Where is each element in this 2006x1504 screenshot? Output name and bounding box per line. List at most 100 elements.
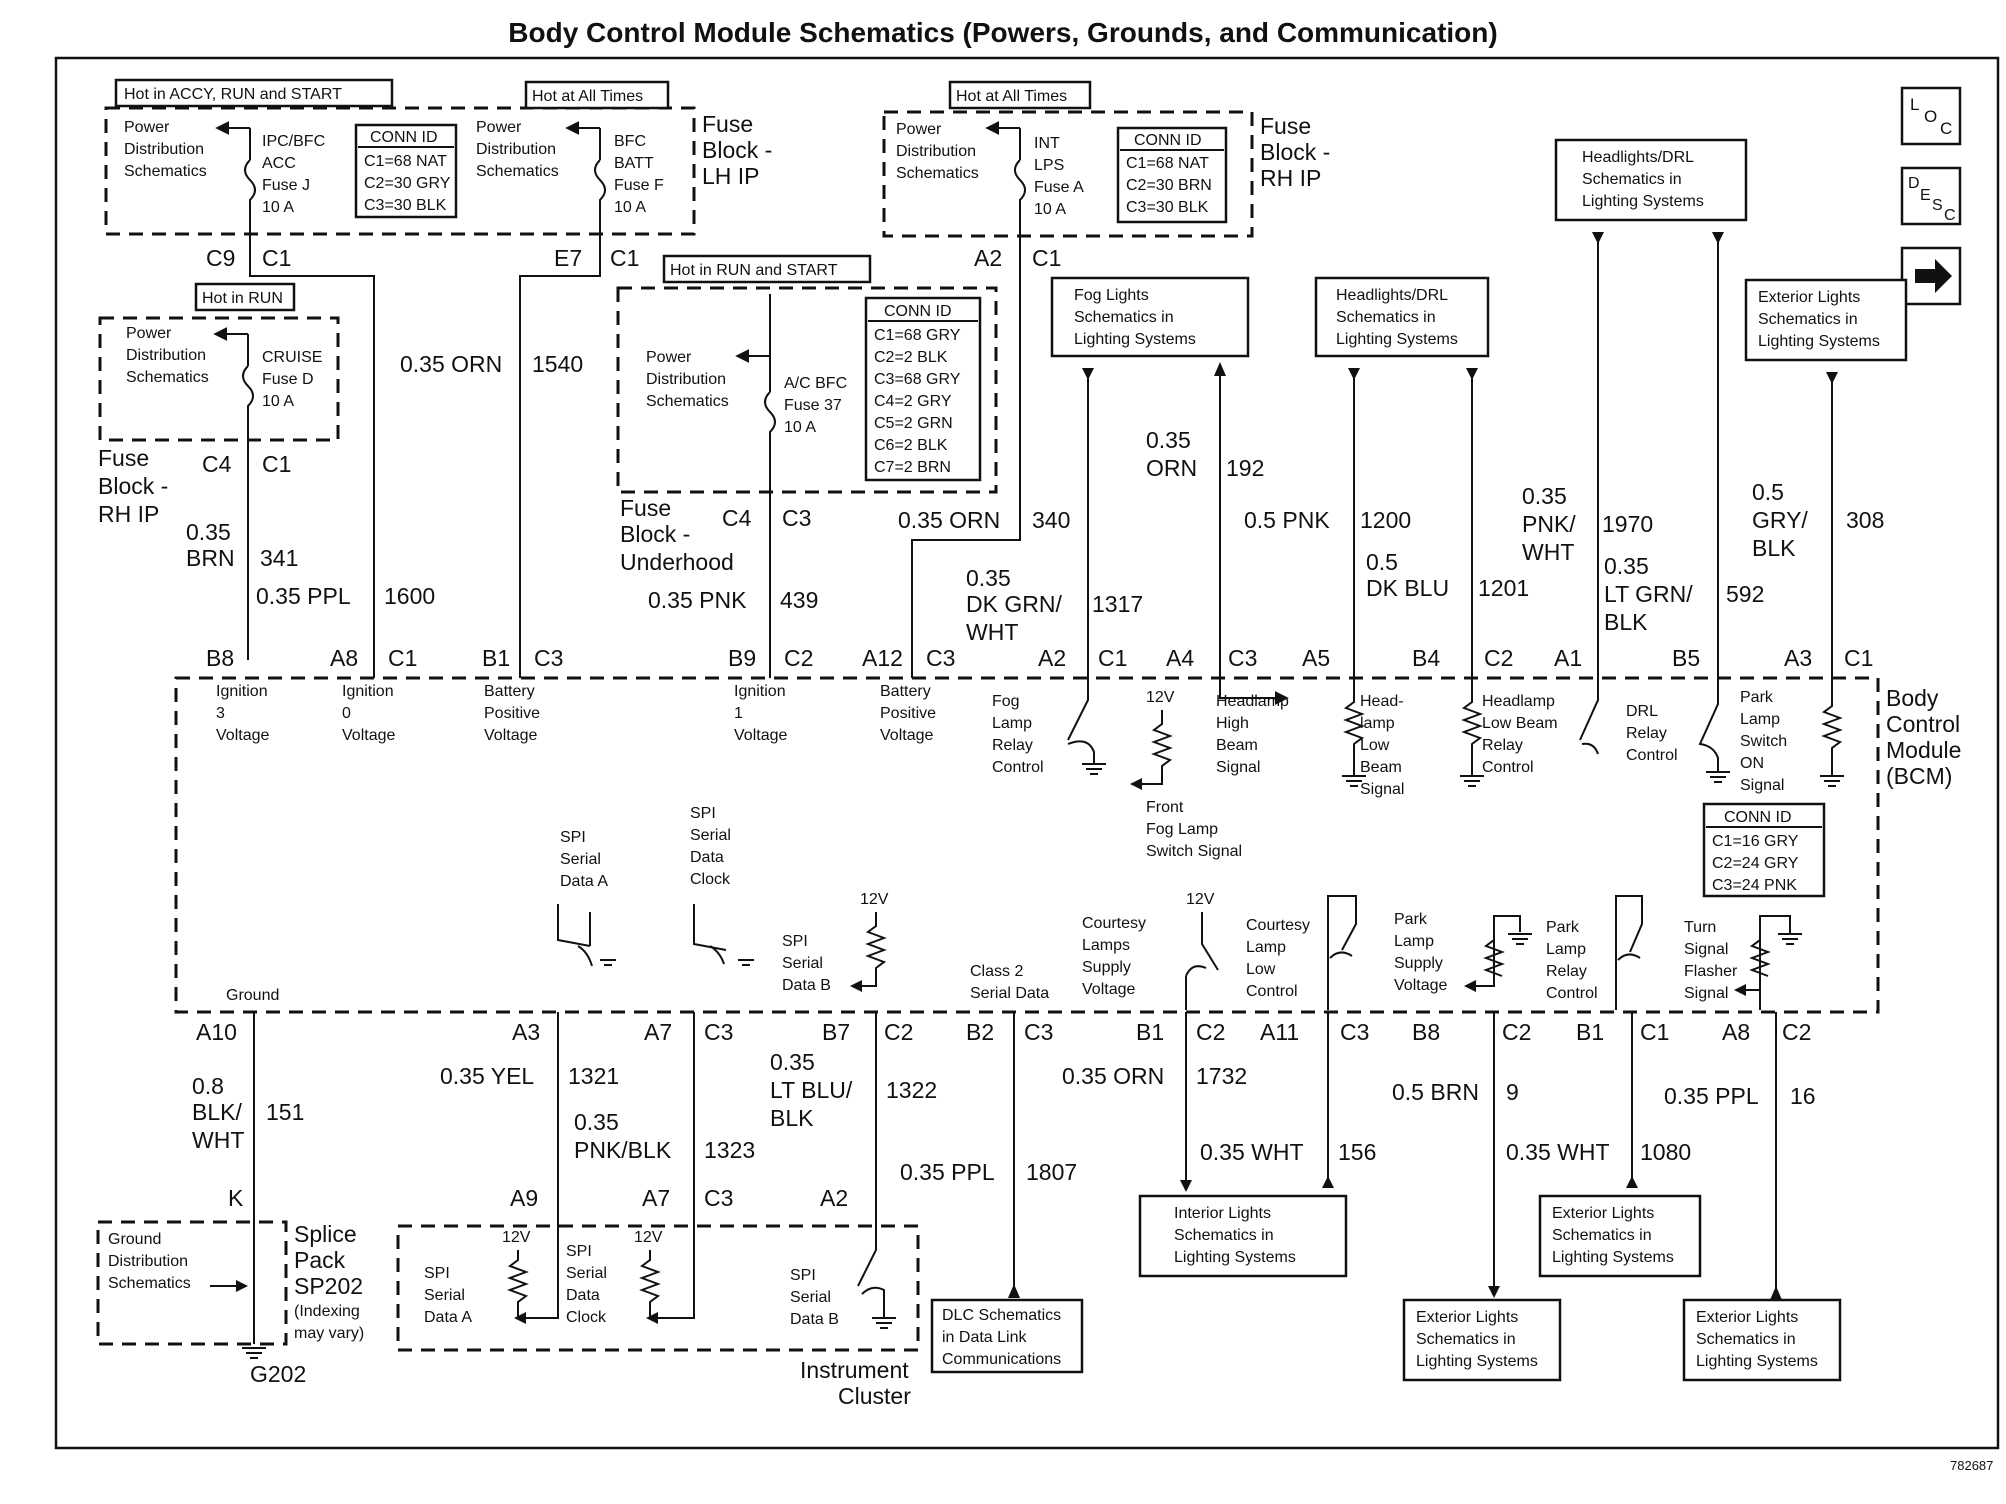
svg-text:C1=68 GRY: C1=68 GRY <box>874 327 961 344</box>
bcm-sig-ignition-3: Ignition 3 Voltage <box>216 683 269 744</box>
bcm-conn-list: C1=16 GRY C2=24 GRY C3=24 PNK <box>1712 833 1799 894</box>
fuse-block-underhood <box>616 286 998 494</box>
svg-text:Voltage: Voltage <box>1394 977 1447 994</box>
svg-text:LT BLU/: LT BLU/ <box>770 1077 853 1103</box>
svg-text:Power: Power <box>896 121 942 138</box>
svg-text:BLK: BLK <box>1752 535 1796 561</box>
svg-text:Ignition: Ignition <box>216 683 268 700</box>
svg-text:Signal: Signal <box>1684 941 1728 958</box>
wire-1201: 0.5 DK BLU 1201 <box>1366 549 1529 601</box>
svg-text:BLK/: BLK/ <box>192 1099 242 1125</box>
bcm-sig-low-beam-relay: Headlamp Low Beam Relay Control <box>1482 693 1558 776</box>
rh-ip-fuse-a: INT LPS Fuse A 10 A <box>1034 135 1084 218</box>
svg-text:Control: Control <box>1886 711 1960 737</box>
svg-text:GRY/: GRY/ <box>1752 507 1808 533</box>
svg-text:Switch Signal: Switch Signal <box>1146 843 1242 860</box>
svg-text:Lamp: Lamp <box>1394 933 1434 950</box>
svg-text:Ignition: Ignition <box>342 683 394 700</box>
svg-text:1323: 1323 <box>704 1137 755 1163</box>
svg-text:Lighting Systems: Lighting Systems <box>1696 1353 1818 1370</box>
wire-1317: 0.35 DK GRN/ WHT 1317 <box>966 565 1143 645</box>
wire-1540: 0.35 ORN 1540 <box>400 351 583 377</box>
svg-text:B2: B2 <box>966 1019 994 1045</box>
headlights-drl-ref-box-1[interactable] <box>1314 276 1490 358</box>
svg-text:Lamp: Lamp <box>1740 711 1780 728</box>
ipc-pin-a7: A7 <box>642 1185 670 1211</box>
svg-text:0.35: 0.35 <box>1522 483 1567 509</box>
svg-text:BLK: BLK <box>1604 609 1648 635</box>
svg-text:0.35: 0.35 <box>966 565 1011 591</box>
dlc-ref-box[interactable] <box>930 1298 1084 1374</box>
svg-text:C1: C1 <box>1640 1019 1669 1045</box>
fog-lights-ref-box[interactable] <box>1050 276 1250 358</box>
svg-text:1970: 1970 <box>1602 511 1653 537</box>
bcm-top-pin-a2: A2 C1 <box>1038 645 1127 671</box>
svg-text:Exterior Lights: Exterior Lights <box>1758 289 1860 306</box>
wire-1970: 0.35 PNK/ WHT 1970 <box>1522 483 1653 565</box>
svg-text:1540: 1540 <box>532 351 583 377</box>
svg-text:PNK/: PNK/ <box>1522 511 1576 537</box>
conn-c4: C4 <box>202 451 232 477</box>
lh-ip-header-hot: Hot at All Times <box>532 88 643 105</box>
bcm-sig-park-relay: Park Lamp Relay Control <box>1546 919 1598 1002</box>
exterior-lights-ref-text-top: Exterior Lights Schematics in Lighting S… <box>1758 289 1880 350</box>
svg-text:Fog Lamp: Fog Lamp <box>1146 821 1218 838</box>
svg-text:Relay: Relay <box>1482 737 1523 754</box>
uh-pds: Power Distribution Schematics <box>646 349 729 410</box>
lh-ip-conn-list: C1=68 NAT C2=30 GRY C3=30 BLK <box>364 153 451 214</box>
lh-ip-fuse-f: BFC BATT Fuse F 10 A <box>614 133 664 216</box>
svg-text:Voltage: Voltage <box>484 727 537 744</box>
svg-text:Distribution: Distribution <box>476 141 556 158</box>
svg-text:0.35: 0.35 <box>770 1049 815 1075</box>
exterior-lights-ref-box-3[interactable] <box>1682 1298 1842 1382</box>
svg-text:E: E <box>1920 187 1931 204</box>
dlc-ref-text: DLC Schematics in Data Link Communicatio… <box>942 1307 1061 1368</box>
bcm-bottom-pin-b1-c1: B1 C1 <box>1576 1019 1669 1045</box>
svg-text:1732: 1732 <box>1196 1063 1247 1089</box>
cruise-fuse-block-label: Fuse Block - RH IP <box>98 445 168 527</box>
svg-text:(BCM): (BCM) <box>1886 763 1952 789</box>
svg-text:1321: 1321 <box>568 1063 619 1089</box>
lh-ip-header-acc: Hot in ACCY, RUN and START <box>124 86 342 103</box>
interior-lights-ref-box[interactable] <box>1138 1194 1348 1278</box>
bcm-sig-spi-clock: SPI Serial Data Clock <box>690 805 731 888</box>
ipc-pin-a2: A2 <box>820 1185 848 1211</box>
ipc-spi-data-b: SPI Serial Data B <box>790 1267 839 1328</box>
svg-text:B1: B1 <box>482 645 510 671</box>
fog-relay-switch <box>1067 660 1089 741</box>
svg-text:C3=24 PNK: C3=24 PNK <box>1712 877 1797 894</box>
svg-text:C3=30 BLK: C3=30 BLK <box>364 197 447 214</box>
svg-text:A2: A2 <box>1038 645 1066 671</box>
svg-text:C3: C3 <box>1228 645 1257 671</box>
svg-text:0.35 WHT: 0.35 WHT <box>1200 1139 1304 1165</box>
svg-text:Data B: Data B <box>790 1311 839 1328</box>
svg-text:192: 192 <box>1226 455 1264 481</box>
svg-text:C3: C3 <box>1340 1019 1369 1045</box>
svg-text:Exterior Lights: Exterior Lights <box>1696 1309 1798 1326</box>
svg-text:Block -: Block - <box>98 473 168 499</box>
svg-text:O: O <box>1924 107 1937 126</box>
arrow-right-icon[interactable] <box>1900 246 1962 306</box>
svg-text:C1: C1 <box>388 645 417 671</box>
svg-text:Signal: Signal <box>1360 781 1404 798</box>
wire-151: 0.8 BLK/ WHT 151 <box>192 1073 304 1153</box>
svg-text:Data: Data <box>566 1287 600 1304</box>
loc-icon[interactable]: L O C <box>1900 86 1962 146</box>
svg-text:BRN: BRN <box>186 545 235 571</box>
headlights-drl-ref-box-2[interactable] <box>1554 138 1748 222</box>
svg-text:DLC Schematics: DLC Schematics <box>942 1307 1061 1324</box>
svg-text:Schematics: Schematics <box>108 1275 191 1292</box>
desc-icon[interactable]: D E S C <box>1900 166 1962 226</box>
exterior-lights-ref-box-2[interactable] <box>1538 1194 1702 1278</box>
svg-text:Cluster: Cluster <box>838 1383 911 1409</box>
svg-text:0.35 YEL: 0.35 YEL <box>440 1063 534 1089</box>
svg-text:Voltage: Voltage <box>880 727 933 744</box>
svg-text:S: S <box>1932 197 1943 214</box>
svg-text:439: 439 <box>780 587 818 613</box>
exterior-lights-ref-box-top[interactable] <box>1744 278 1908 362</box>
svg-text:Fog: Fog <box>992 693 1020 710</box>
svg-text:1322: 1322 <box>886 1077 937 1103</box>
exterior-lights-ref-box-1[interactable] <box>1402 1298 1562 1382</box>
svg-text:Head-: Head- <box>1360 693 1404 710</box>
wire-340: 0.35 ORN 340 <box>898 507 1070 533</box>
